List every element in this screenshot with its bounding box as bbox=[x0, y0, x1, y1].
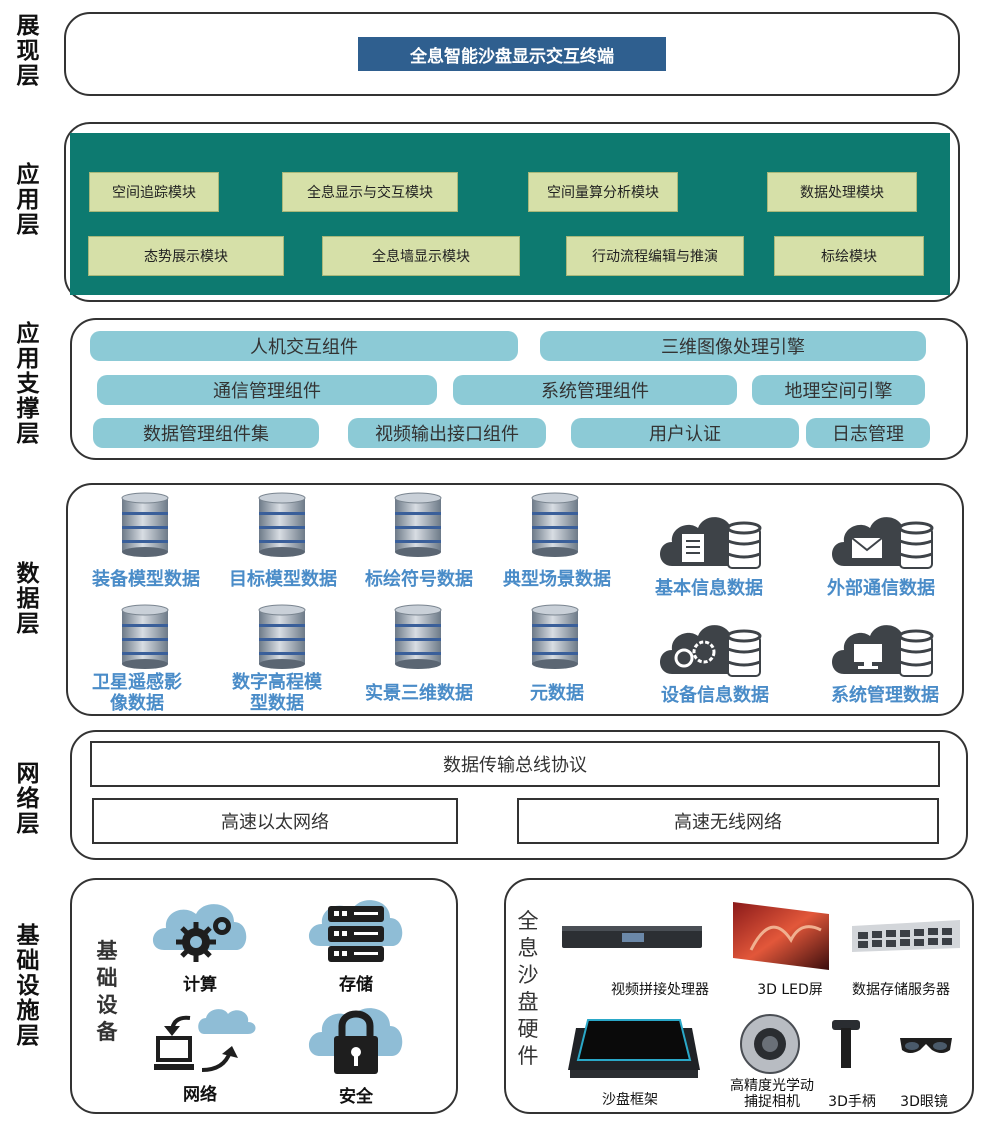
module-action-flow-edit: 行动流程编辑与推演 bbox=[566, 236, 744, 276]
storage-server-device-icon bbox=[852, 920, 960, 952]
basic-equipment-title: 基 础 设 备 bbox=[96, 939, 118, 1044]
3d-controller-label: 3D手柄 bbox=[828, 1094, 876, 1110]
3d-glasses-icon bbox=[900, 1038, 952, 1053]
module-holo-display-interaction: 全息显示与交互模块 bbox=[282, 172, 458, 212]
data-dem: 数字高程模 型数据 bbox=[232, 672, 322, 714]
storage-label: 存储 bbox=[339, 975, 373, 995]
data-realistic-3d: 实景三维数据 bbox=[365, 683, 473, 704]
network-computer-icon bbox=[154, 1009, 256, 1072]
data-system-management: 系统管理数据 bbox=[831, 685, 939, 706]
module-plotting: 标绘模块 bbox=[774, 236, 924, 276]
3d-glasses-label: 3D眼镜 bbox=[900, 1094, 948, 1110]
video-processor-label: 视频拼接处理器 bbox=[611, 982, 709, 998]
module-spatial-tracking: 空间追踪模块 bbox=[89, 172, 219, 212]
led-screen-label: 3D LED屏 bbox=[757, 982, 823, 998]
data-device-info: 设备信息数据 bbox=[661, 685, 769, 706]
database-icon bbox=[257, 604, 307, 670]
cloud-mail-database-icon bbox=[826, 506, 936, 572]
hci-component: 人机交互组件 bbox=[90, 331, 518, 361]
3d-image-engine: 三维图像处理引擎 bbox=[540, 331, 926, 361]
data-metadata: 元数据 bbox=[530, 683, 584, 704]
network-label: 网络 bbox=[183, 1085, 217, 1105]
data-bus-protocol: 数据传输总线协议 bbox=[90, 741, 940, 787]
cloud-gears-database-icon bbox=[654, 614, 764, 680]
high-speed-wireless: 高速无线网络 bbox=[517, 798, 939, 844]
database-icon bbox=[257, 492, 307, 558]
data-basic-info: 基本信息数据 bbox=[655, 578, 763, 599]
log-management: 日志管理 bbox=[806, 418, 930, 448]
layer-label-presentation: 展 现 层 bbox=[16, 13, 40, 89]
data-satellite-imagery: 卫星遥感影 像数据 bbox=[92, 672, 182, 714]
optical-camera-label: 高精度光学动 捕捉相机 bbox=[730, 1078, 814, 1110]
holo-hardware-title: 全 息 沙 盘 硬 件 bbox=[517, 909, 539, 1068]
optical-camera-icon bbox=[740, 1014, 800, 1074]
compute-gears-icon bbox=[152, 904, 247, 962]
led-screen-icon bbox=[733, 902, 829, 970]
security-label: 安全 bbox=[339, 1087, 373, 1107]
module-situation-display: 态势展示模块 bbox=[88, 236, 284, 276]
security-lock-icon bbox=[308, 1008, 403, 1074]
sand-table-frame-icon bbox=[568, 1019, 700, 1078]
database-icon bbox=[530, 604, 580, 670]
data-plot-symbols: 标绘符号数据 bbox=[365, 569, 473, 590]
database-icon bbox=[393, 604, 443, 670]
storage-server-icon bbox=[308, 900, 403, 962]
database-icon bbox=[393, 492, 443, 558]
database-icon bbox=[530, 492, 580, 558]
geospatial-engine: 地理空间引擎 bbox=[752, 375, 925, 405]
layer-label-application: 应 用 层 bbox=[16, 162, 40, 238]
data-target-models: 目标模型数据 bbox=[229, 569, 337, 590]
database-icon bbox=[120, 492, 170, 558]
user-authentication: 用户认证 bbox=[571, 418, 799, 448]
video-processor-device-icon bbox=[562, 926, 702, 948]
storage-server-label: 数据存储服务器 bbox=[852, 982, 950, 998]
basic-equipment-frame bbox=[70, 878, 458, 1114]
layer-label-infrastructure: 基 础 设 施 层 bbox=[16, 923, 40, 1049]
module-holo-wall-display: 全息墙显示模块 bbox=[322, 236, 520, 276]
cloud-computer-database-icon bbox=[826, 614, 936, 680]
data-management-suite: 数据管理组件集 bbox=[93, 418, 319, 448]
video-output-interface: 视频输出接口组件 bbox=[348, 418, 546, 448]
database-icon bbox=[120, 604, 170, 670]
data-equipment-models: 装备模型数据 bbox=[92, 569, 200, 590]
data-typical-scenes: 典型场景数据 bbox=[503, 569, 611, 590]
terminal-banner: 全息智能沙盘显示交互终端 bbox=[358, 37, 666, 71]
cloud-document-database-icon bbox=[654, 506, 764, 572]
module-data-processing: 数据处理模块 bbox=[767, 172, 917, 212]
data-external-comm: 外部通信数据 bbox=[827, 578, 935, 599]
data-layer-frame bbox=[66, 483, 964, 716]
layer-label-data: 数 据 层 bbox=[16, 561, 40, 637]
comm-management-component: 通信管理组件 bbox=[97, 375, 437, 405]
system-management-component: 系统管理组件 bbox=[453, 375, 737, 405]
high-speed-ethernet: 高速以太网络 bbox=[92, 798, 458, 844]
compute-label: 计算 bbox=[183, 975, 217, 995]
layer-label-support: 应 用 支 撑 层 bbox=[16, 321, 40, 447]
module-spatial-measurement: 空间量算分析模块 bbox=[528, 172, 678, 212]
sand-table-frame-label: 沙盘框架 bbox=[602, 1092, 658, 1108]
3d-controller-icon bbox=[832, 1020, 860, 1068]
layer-label-network: 网 络 层 bbox=[16, 761, 40, 837]
